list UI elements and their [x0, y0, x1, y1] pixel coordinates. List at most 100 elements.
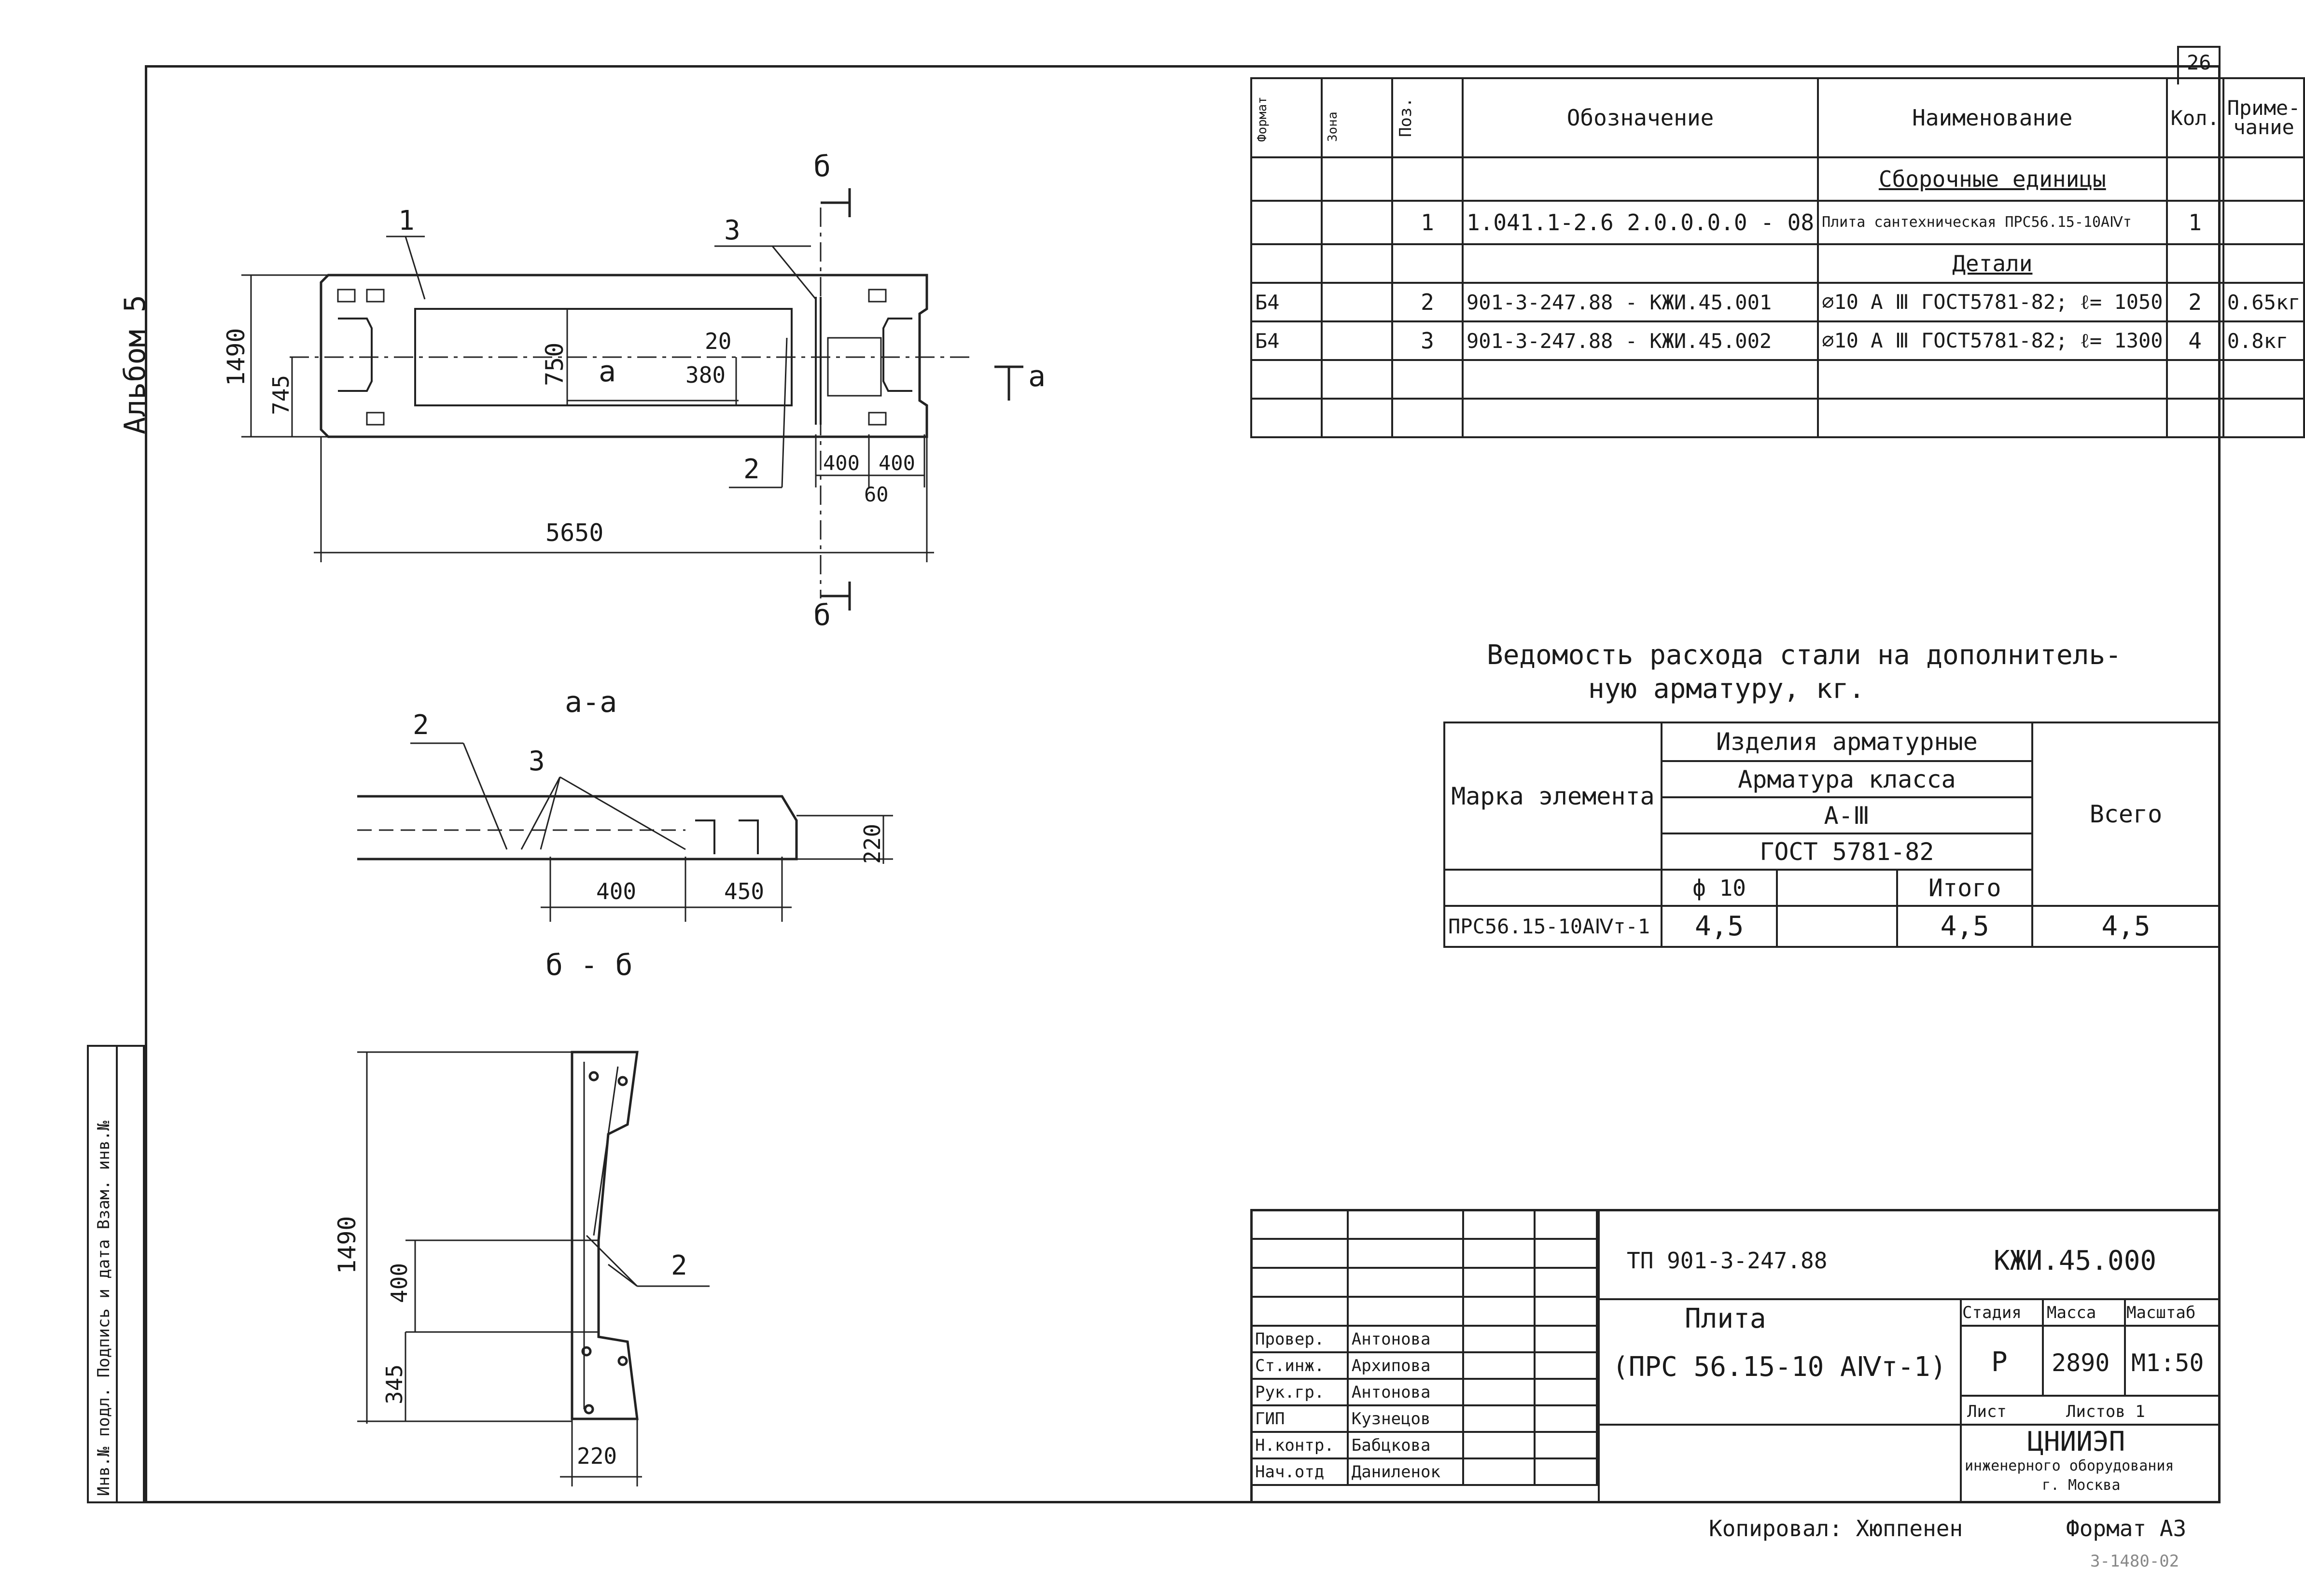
footer-stamp: 3-1480-02: [2090, 1552, 2179, 1571]
leader-3: 3: [724, 215, 740, 246]
dim-400b: 400: [879, 451, 915, 475]
slab-plan-outline: [320, 274, 928, 438]
steel-col-subtotal: Итого: [1896, 869, 2033, 907]
sheets-label: Листов 1: [2066, 1402, 2145, 1421]
title-name-1: Плита: [1685, 1303, 1766, 1334]
title-block-h2: [1598, 1424, 2221, 1426]
spec-header-designation: Обозначение: [1461, 77, 1819, 158]
dim-745: 745: [268, 375, 294, 415]
section-mark-a-right: а: [1028, 360, 1046, 393]
section-bb-outline: [571, 1051, 639, 1420]
section-aa-leader-3: 3: [529, 746, 545, 777]
title-block-h1: [1598, 1298, 2221, 1300]
staff-row-1: Ст.инж.Архипова: [1250, 1351, 1598, 1380]
mass-label: Масса: [2047, 1303, 2096, 1322]
spec-header-note: Приме-чание: [2222, 77, 2305, 158]
spec-empty-row-1: [1250, 359, 2305, 400]
section-aa-title: а-а: [565, 685, 617, 719]
drawing-code: КЖИ.45.000: [1994, 1245, 2157, 1277]
steel-table: Марка элемента Изделия арматурные Всего …: [1443, 722, 2221, 948]
leader-1: 1: [398, 205, 415, 236]
spec-header-zone: Зона: [1321, 77, 1393, 158]
dim-5650: 5650: [545, 519, 604, 547]
spec-section-details-row: Детали: [1250, 243, 2305, 284]
steel-row-total: 4,5: [2031, 905, 2221, 948]
section-bb-dim-400: 400: [386, 1263, 412, 1303]
spec-section-assembly: Сборочные единицы: [1817, 156, 2168, 202]
title-name-2: (ПРС 56.15-10 АⅣт-1): [1612, 1351, 1947, 1383]
project-code: ТП 901-3-247.88: [1627, 1248, 1828, 1274]
spec-header-qty: Кол.: [2165, 77, 2224, 158]
section-bb-leader-2: 2: [671, 1250, 687, 1281]
sheet-number-box: [2177, 46, 2221, 84]
leader-2: 2: [743, 454, 760, 485]
staff-row-2: Рук.гр.Антонова: [1250, 1378, 1598, 1406]
steel-table-title-1: Ведомость расхода стали на дополнитель-: [1487, 639, 2122, 671]
slab-right-niche: [882, 318, 912, 392]
steel-row-empty: [1776, 905, 1899, 948]
footer-format: Формат А3: [2066, 1515, 2187, 1541]
slab-left-niche: [338, 318, 373, 392]
title-block-v4: [2124, 1298, 2126, 1395]
dim-20: 20: [705, 328, 732, 354]
section-bb-title: б - б: [545, 948, 633, 982]
dim-60: 60: [864, 483, 889, 506]
org-name-3: г. Москва: [2042, 1477, 2121, 1494]
stage-value: Р: [1991, 1346, 2008, 1378]
staff-row-0: Провер.Антонова: [1250, 1325, 1598, 1353]
spec-row-1: 1 1.041.1-2.6 2.0.0.0.0 - 08 Плита санте…: [1250, 200, 2305, 245]
section-aa-outline: [357, 795, 798, 860]
footer-copied: Копировал: Хюппенен: [1709, 1515, 1963, 1541]
title-block-h4: [1960, 1395, 2221, 1397]
section-mark-a-left: а: [599, 355, 616, 389]
title-block-v3: [2042, 1298, 2044, 1395]
staff-row-4: Н.контр.Бабцкова: [1250, 1431, 1598, 1459]
steel-table-title-2: ную арматуру, кг.: [1588, 673, 1865, 705]
scale-value: М1:50: [2131, 1349, 2204, 1377]
dim-380: 380: [685, 362, 726, 388]
sheet-number: 26: [2187, 51, 2211, 74]
steel-col-products: Изделия арматурные: [1660, 722, 2033, 762]
section-bb-dim-345: 345: [381, 1364, 407, 1404]
steel-row-mark: ПРС56.15-10АⅣт-1: [1443, 905, 1662, 948]
org-name-2: инженерного оборудования: [1965, 1457, 2174, 1474]
spec-empty-row-2: [1250, 398, 2305, 438]
title-block-v1: [1598, 1209, 1600, 1503]
spec-section-row: Сборочные единицы: [1250, 156, 2305, 202]
steel-row-phi: 4,5: [1660, 905, 1778, 948]
spec-row-2: Б4 2 901-3-247.88 - КЖИ.45.001 ⌀10 А Ⅲ Г…: [1250, 282, 2305, 322]
spec-header-format: Формат: [1250, 77, 1323, 158]
spec-header-name: Наименование: [1817, 77, 2168, 158]
dim-750: 750: [541, 342, 569, 386]
steel-col-mark: Марка элемента: [1443, 722, 1662, 871]
staff-table: Провер.Антонова Ст.инж.Архипова Рук.гр.А…: [1250, 1209, 1598, 1486]
side-stamp-divider: [116, 1045, 118, 1503]
mass-value: 2890: [2052, 1349, 2110, 1377]
steel-col-phi: ф 10: [1660, 869, 1778, 907]
dim-400a: 400: [823, 451, 860, 475]
section-aa-dim-220: 220: [859, 823, 885, 864]
spec-section-details: Детали: [1817, 243, 2168, 284]
steel-col-grade: А-Ⅲ: [1660, 796, 2033, 834]
spec-header-pos: Поз.: [1391, 77, 1464, 158]
spec-table: Формат Зона Поз. Обозначение Наименовани…: [1250, 77, 2305, 438]
dim-1490: 1490: [222, 328, 250, 386]
section-aa-dim-450: 450: [724, 878, 765, 904]
section-aa-dim-400: 400: [596, 878, 637, 904]
steel-row-subtotal: 4,5: [1896, 905, 2033, 948]
section-bb-dim-1490: 1490: [333, 1216, 361, 1274]
steel-data-row: ПРС56.15-10АⅣт-1 4,5 4,5 4,5: [1443, 905, 2221, 948]
title-block-h3: [1960, 1325, 2221, 1327]
title-block-v2: [1960, 1298, 1962, 1503]
spec-row-3: Б4 3 901-3-247.88 - КЖИ.45.002 ⌀10 А Ⅲ Г…: [1250, 320, 2305, 361]
spec-header-row: Формат Зона Поз. Обозначение Наименовани…: [1250, 77, 2305, 158]
sheet-label: Лист: [1967, 1402, 2007, 1421]
org-name-1: ЦНИИЭП: [2027, 1426, 2125, 1457]
section-mark-b-bottom: б: [813, 598, 831, 632]
scale-label: Масштаб: [2126, 1303, 2196, 1322]
slab-plan-inner: [414, 308, 793, 406]
steel-col-gost: ГОСТ 5781-82: [1660, 833, 2033, 871]
steel-col-class: Арматура класса: [1660, 760, 2033, 798]
